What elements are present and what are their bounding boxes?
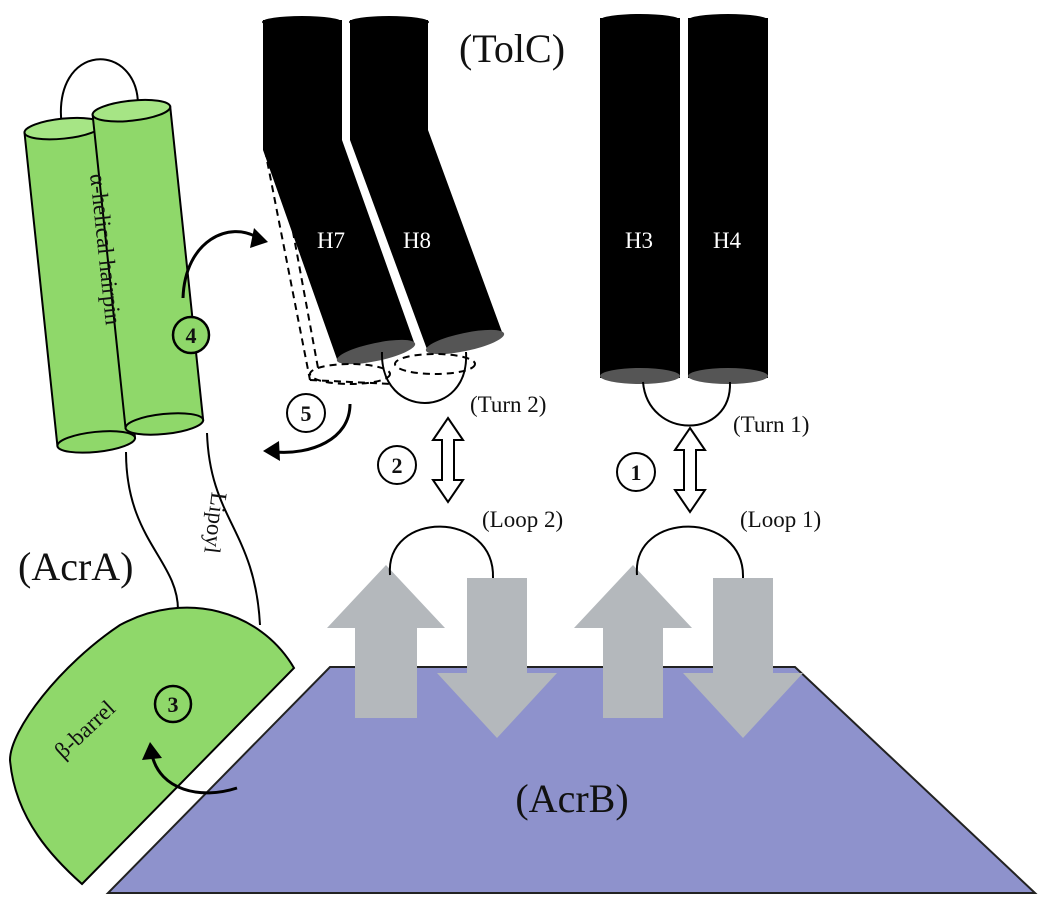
h7-label: H7 <box>317 228 345 253</box>
turn-2-label: (Turn 2) <box>470 392 546 417</box>
acrb-label: (AcrB) <box>515 776 628 821</box>
h8-label: H8 <box>403 228 431 253</box>
step-3-arrow <box>150 754 238 795</box>
turn-1-label: (Turn 1) <box>733 412 809 437</box>
helix-h7 <box>262 16 416 365</box>
helix-alt-positions <box>264 149 476 385</box>
up-arrow-1 <box>574 565 692 718</box>
turn-2 <box>380 351 468 404</box>
helix-h8 <box>349 16 505 355</box>
lipoyl-label: Lipoyl <box>199 491 231 555</box>
h3-label: H3 <box>625 228 653 253</box>
step-5-marker: 5 <box>286 393 326 433</box>
helix-h4 <box>688 14 768 384</box>
up-arrow-2 <box>327 565 445 718</box>
step-5-arrow <box>274 403 352 454</box>
svg-text:3: 3 <box>168 692 179 717</box>
tolc-label: (TolC) <box>459 26 565 71</box>
step-1-marker: 1 <box>616 452 656 492</box>
turn-1 <box>642 381 732 427</box>
loop-2-label: (Loop 2) <box>482 507 563 532</box>
double-arrow-1 <box>673 426 707 514</box>
svg-text:2: 2 <box>392 453 403 478</box>
svg-text:4: 4 <box>186 323 197 348</box>
hairpin-top-loop <box>59 58 140 129</box>
hairpin-helix-right <box>91 98 205 436</box>
helix-h3 <box>600 14 680 384</box>
loop-2 <box>388 525 495 579</box>
lipoyl-domain <box>125 432 261 626</box>
double-arrow-2 <box>431 416 465 504</box>
down-arrow-2 <box>437 578 557 738</box>
loop-1 <box>635 525 745 579</box>
svg-text:1: 1 <box>631 460 642 485</box>
acrb-body <box>105 666 1038 894</box>
svg-text:5: 5 <box>301 401 312 426</box>
h4-label: H4 <box>713 228 742 253</box>
step-4-arrow <box>181 230 259 299</box>
step-4-marker: 4 <box>171 315 211 355</box>
down-arrow-1 <box>683 578 803 738</box>
step-3-marker: 3 <box>153 684 193 724</box>
loop-1-label: (Loop 1) <box>740 507 821 532</box>
step-2-marker: 2 <box>377 445 417 485</box>
acra-label: (AcrA) <box>18 544 134 589</box>
